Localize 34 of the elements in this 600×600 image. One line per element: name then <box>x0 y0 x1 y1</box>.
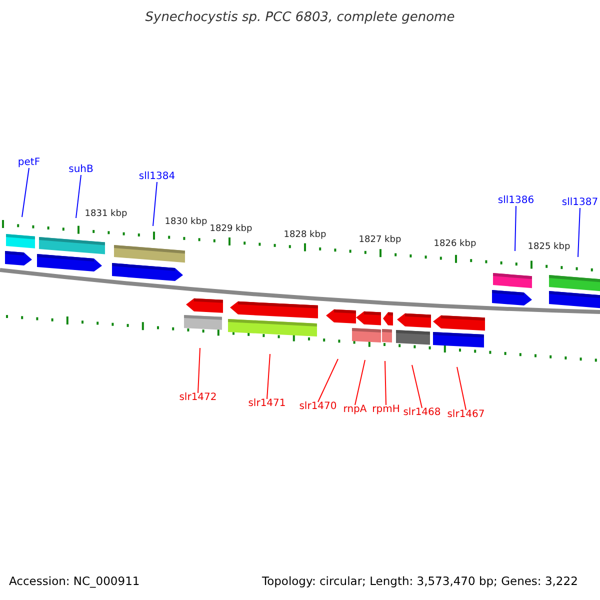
info-text: Accession: NC_000911 <box>9 576 140 588</box>
gene-label: sll1386 <box>498 196 534 206</box>
leader-line <box>354 360 366 406</box>
gene-label: suhB <box>68 165 94 175</box>
info-text: Topology: circular; Length: 3,573,470 bp; Genes: 3,222 <box>262 576 578 588</box>
scale-label: 1830 kbp <box>164 218 208 227</box>
leader-line <box>514 206 516 252</box>
leader-line <box>412 364 422 408</box>
leader-line <box>76 174 82 218</box>
gene-label: sll1384 <box>138 172 176 182</box>
gene-label: slr1468 <box>403 408 441 418</box>
gene-label: slr1472 <box>179 393 217 403</box>
leader-line <box>22 168 30 218</box>
leader-line <box>198 348 200 394</box>
gene-label: slr1471 <box>248 399 286 409</box>
title: Synechocystis sp. PCC 6803, complete genome <box>144 11 456 24</box>
leader-line <box>266 354 270 400</box>
gene-label: sll1387 <box>562 198 598 208</box>
leader-line <box>384 360 386 406</box>
leader-line <box>456 366 466 410</box>
scale-label: 1826 kbp <box>434 240 476 249</box>
leader-line <box>152 182 158 226</box>
scale-label: 1828 kbp <box>284 231 326 240</box>
scale-label: 1831 kbp <box>84 210 128 219</box>
gene-label: rnpA <box>343 405 367 415</box>
leader-line <box>578 208 580 258</box>
leader-line <box>318 358 338 402</box>
gene-label: slr1467 <box>447 410 485 420</box>
scale-label: 1825 kbp <box>528 243 570 252</box>
scale-label: 1829 kbp <box>210 225 252 234</box>
gene-label: slr1470 <box>299 402 337 412</box>
scale-label: 1827 kbp <box>358 236 402 245</box>
gene-label: rpmH <box>372 405 400 415</box>
gene-label: petF <box>18 158 40 168</box>
